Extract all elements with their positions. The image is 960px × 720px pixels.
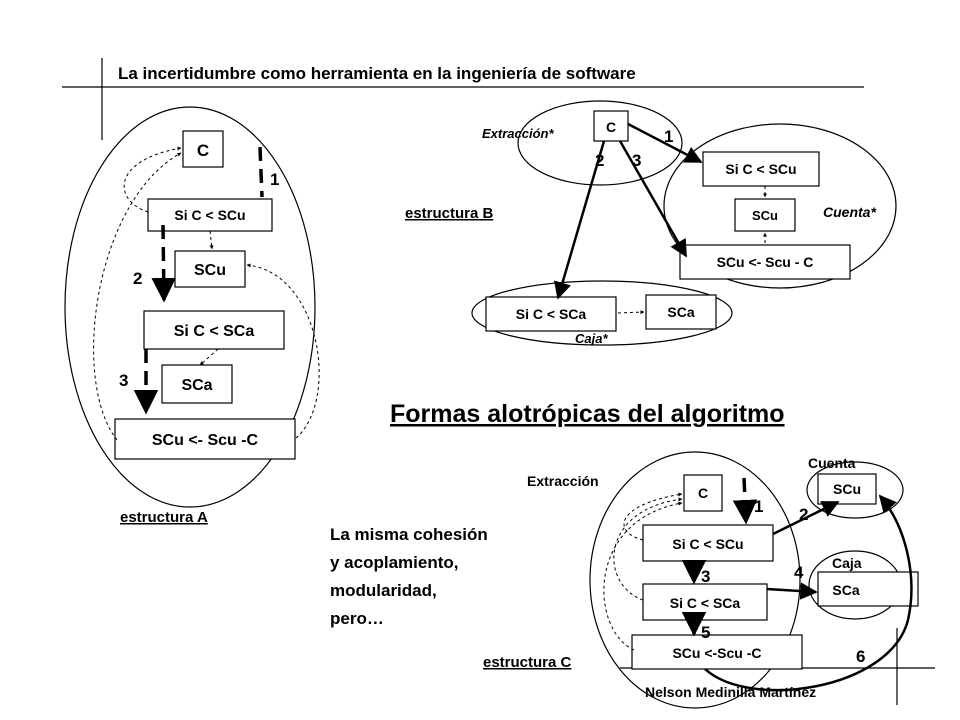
main-heading: Formas alotrópicas del algoritmo: [390, 400, 785, 428]
structure-c-assign-text: SCu <-Scu -C: [672, 645, 761, 661]
structure-c-extraccion-label: Extracción: [527, 473, 599, 489]
structure-b-scu-box: [734, 198, 796, 232]
structure-c-c-text: C: [698, 485, 708, 501]
note: La misma cohesión y acoplamiento, modula…: [330, 525, 488, 628]
structure-c-sca-text: SCa: [832, 582, 859, 598]
structure-b-label: estructura B: [405, 205, 494, 222]
structure-c-caja-label: Caja: [832, 555, 862, 571]
structure-a-assign-box: [114, 418, 296, 460]
structure-b-if-scu-box: [702, 151, 820, 187]
structure-b-scu-text: SCu: [752, 208, 778, 223]
structure-b-c-text: C: [606, 119, 616, 135]
structure-c-step-6: 6: [856, 647, 865, 666]
structure-a-sca-text: SCa: [181, 377, 212, 394]
structure-a-if-sca-text: Si C < SCa: [174, 323, 255, 340]
structure-c-if-sca-text: Si C < SCa: [670, 595, 741, 611]
structure-b-step-2-arrow: [554, 140, 606, 300]
structure-c-c-box: [683, 474, 723, 512]
structure-b-caja-ellipse: [471, 280, 733, 346]
structure-b-step-1: 1: [664, 127, 673, 146]
structure-c-if-scu-box: [642, 524, 774, 562]
structure-c-step-2-arrow: [772, 500, 840, 536]
structure-c-step-6-arrow: [704, 494, 913, 692]
structure-b-cuenta-ellipse: [663, 123, 897, 289]
structure-b-sca-box: [645, 294, 717, 330]
structure-c-cuenta-label: Cuenta: [808, 455, 856, 471]
structure-a-step-3: 3: [119, 371, 128, 390]
structure-b-flow-to-sca: [617, 310, 645, 315]
note-line-4: pero…: [330, 609, 384, 628]
structure-c-step-2: 2: [799, 505, 808, 524]
structure-b-extraccion-label: Extracción*: [482, 126, 554, 141]
structure-c-if-scu-text: Si C < SCu: [672, 536, 743, 552]
structure-a-step-1-arrow: [258, 146, 264, 198]
structure-a-c-box: [182, 130, 224, 168]
structure-b-if-sca-text: Si C < SCa: [516, 306, 587, 322]
structure-c-step-5: 5: [701, 623, 710, 642]
structure-b-caja-label: Caja*: [575, 331, 608, 346]
structure-b-step-1-arrow: [627, 122, 703, 164]
structure-c-step-4: 4: [794, 563, 804, 582]
structure-c-step-1-arrow: [732, 477, 758, 525]
structure-a-scu-text: SCu: [194, 262, 226, 279]
structure-b-cuenta-label: Cuenta*: [823, 204, 876, 220]
structure-c-label: estructura C: [483, 654, 572, 671]
structure-a-sca-box: [161, 364, 233, 404]
structure-a-assign-text: SCu <- Scu -C: [152, 432, 259, 449]
structure-b-assign-box: [679, 244, 851, 280]
structure-a: C Si C < SCu SCu Si C < SCa SCa SCu <- S…: [64, 106, 320, 526]
structure-b-c-box: [593, 110, 629, 142]
structure-c-step-3: 3: [701, 567, 710, 586]
structure-a-flow-to-scu: [209, 230, 214, 250]
structure-a-step-1: 1: [270, 170, 279, 189]
structure-a-if-scu-text: Si C < SCu: [174, 207, 245, 223]
structure-a-flow-to-sca: [199, 348, 219, 366]
structure-a-step-2: 2: [133, 269, 142, 288]
note-line-1: La misma cohesión: [330, 525, 488, 544]
structure-a-loop-c: [123, 146, 182, 213]
structure-b-if-sca-box: [485, 296, 617, 332]
structure-c-step-1: 1: [754, 497, 763, 516]
structure-a-scu-box: [174, 250, 246, 288]
structure-c-assign-box: [631, 634, 803, 670]
structure-b-assign-text: SCu <- Scu - C: [717, 254, 814, 270]
structure-a-if-sca-box: [143, 310, 285, 350]
structure-c-scu-text: SCu: [833, 481, 861, 497]
structure-b-sca-text: SCa: [667, 304, 694, 320]
structure-c-extraccion-ellipse: [589, 451, 801, 709]
structure-a-loop-scu: [246, 263, 320, 439]
structure-a-c-text: C: [197, 141, 209, 160]
structure-b: Extracción* Cuenta* Caja* C Si C < SCu S…: [405, 100, 897, 346]
structure-b-if-scu-text: Si C < SCu: [725, 161, 796, 177]
structure-b-step-3-arrow: [618, 140, 688, 258]
structure-c-sca-box: [817, 571, 919, 607]
structure-c-scu-box: [817, 473, 877, 505]
structure-b-step-2: 2: [595, 151, 604, 170]
structure-b-extraccion-ellipse: [517, 100, 683, 186]
structure-c-cuenta-ellipse: [806, 461, 904, 519]
structure-c-loop-c: [623, 492, 683, 541]
structure-a-label: estructura A: [120, 509, 208, 526]
author: Nelson Medinilla Martínez: [645, 684, 816, 700]
structure-a-step-2-arrow: [151, 224, 176, 303]
structure-c-step-4-arrow: [766, 582, 818, 600]
note-line-3: modularidad,: [330, 581, 437, 600]
structure-c-loop-outer: [603, 501, 683, 651]
slide-title: La incertidumbre como herramienta en la …: [118, 64, 636, 83]
structure-a-ellipse: [64, 106, 316, 508]
note-line-2: y acoplamiento,: [330, 553, 458, 572]
structure-b-step-3: 3: [632, 151, 641, 170]
structure-c: Extracción Cuenta Caja C Si C < SCu Si C…: [483, 451, 919, 709]
